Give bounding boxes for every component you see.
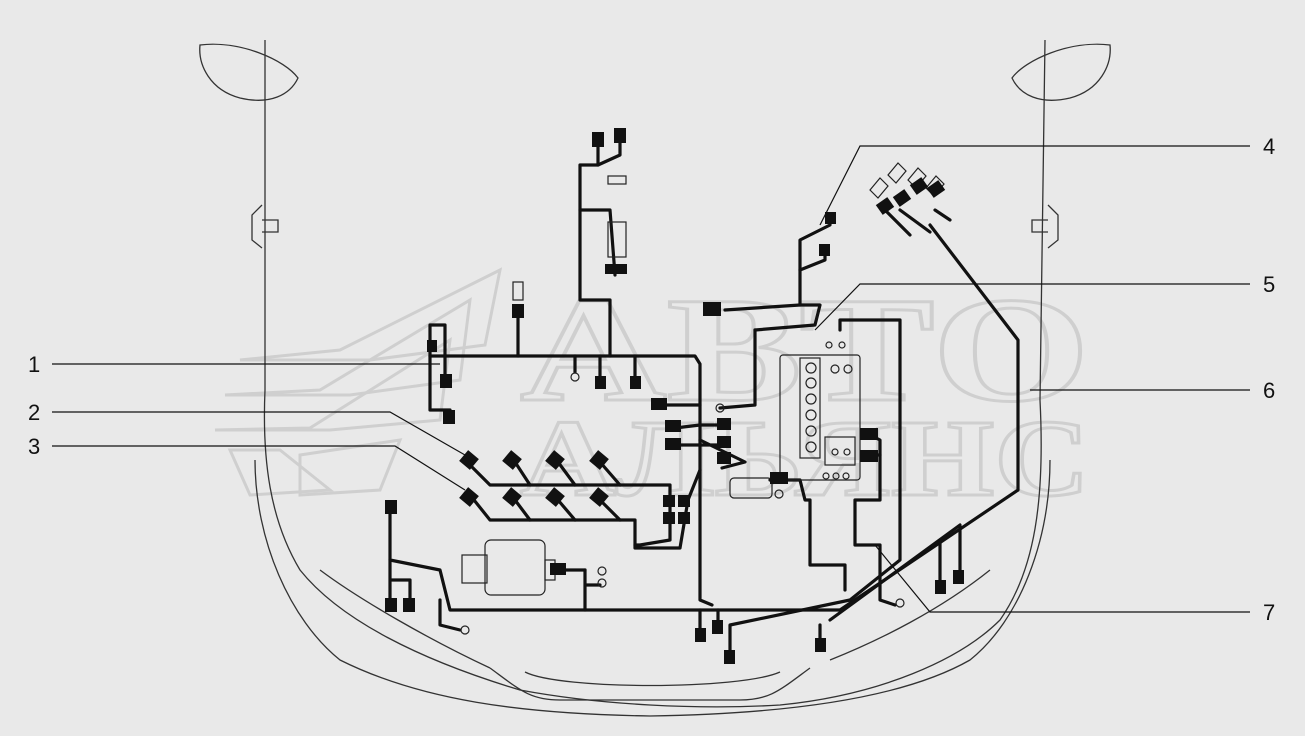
right-mirror — [1011, 43, 1111, 101]
ignition-coils — [869, 162, 945, 199]
callout-leaders — [52, 145, 1250, 613]
leader-5 — [814, 283, 1250, 331]
connectors — [385, 128, 964, 664]
callout-2: 2 — [28, 400, 40, 425]
starter-motor — [729, 477, 773, 499]
callout-labels: 1 2 3 4 5 6 7 — [28, 134, 1275, 625]
callout-7: 7 — [1263, 600, 1275, 625]
fuse-box — [779, 354, 861, 481]
leader-3 — [52, 445, 466, 491]
callout-6: 6 — [1263, 378, 1275, 403]
wiring-harness — [388, 140, 1020, 657]
callout-1: 1 — [28, 352, 40, 377]
leader-4 — [819, 145, 1250, 226]
watermark-line-1: АВТО — [520, 267, 1090, 433]
callout-3: 3 — [28, 434, 40, 459]
relay-module — [607, 221, 627, 258]
watermark-logo — [214, 267, 503, 497]
vehicle-body-outline — [199, 39, 1111, 717]
brake-booster — [461, 539, 556, 596]
watermark: АВТО АЛЬЯНС — [214, 266, 1092, 521]
callout-5: 5 — [1263, 272, 1275, 297]
callout-4: 4 — [1263, 134, 1275, 159]
leader-7 — [874, 544, 1250, 613]
leader-2 — [52, 411, 466, 456]
left-mirror — [199, 43, 299, 101]
